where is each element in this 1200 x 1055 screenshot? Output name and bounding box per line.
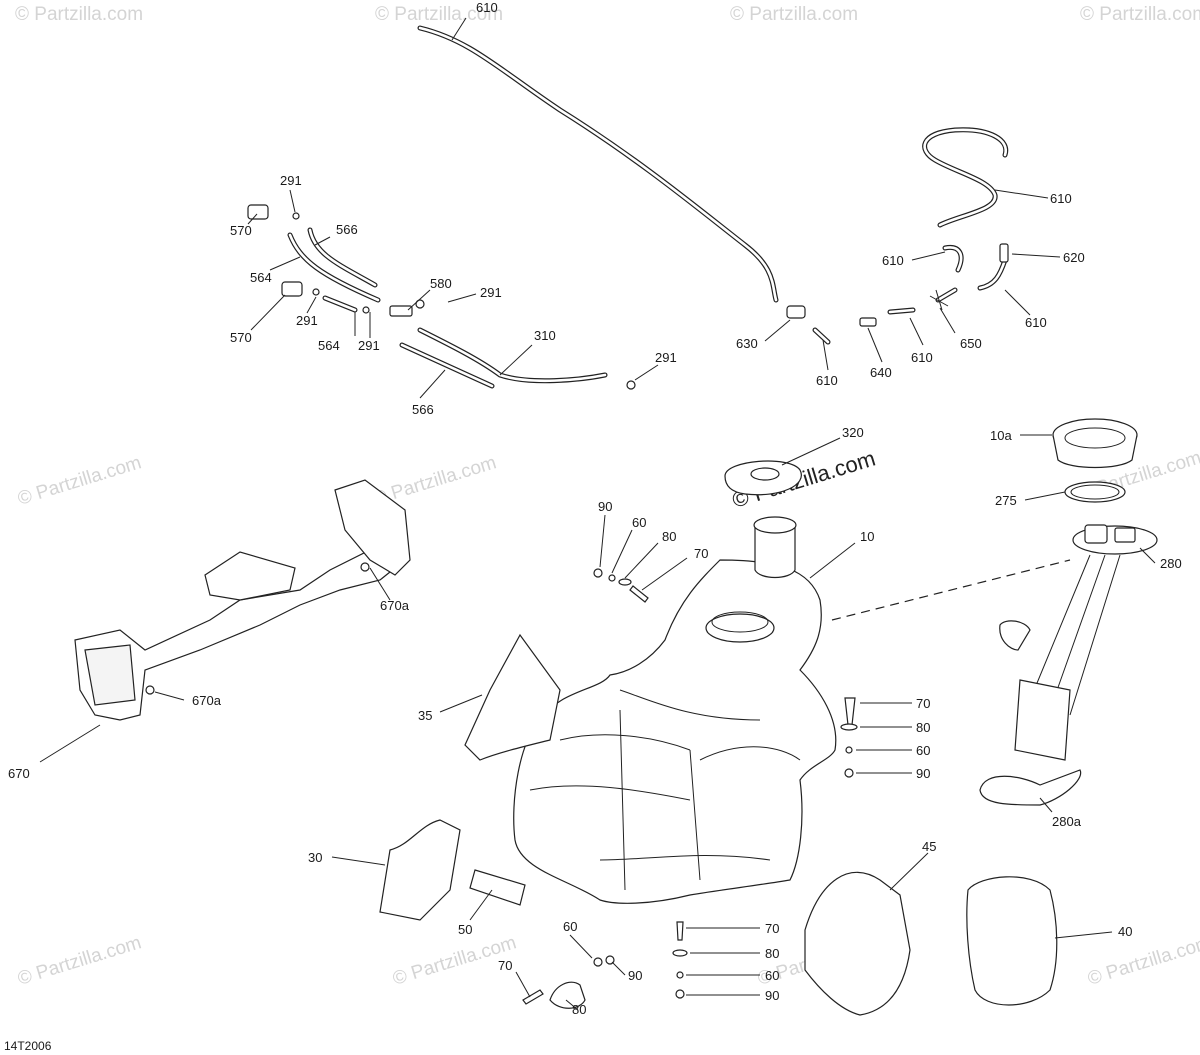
- callout-564: 564: [318, 338, 340, 353]
- callout-60: 60: [916, 743, 930, 758]
- callout-50: 50: [458, 922, 472, 937]
- callout-90: 90: [628, 968, 642, 983]
- vent-fittings-right: [786, 243, 1009, 345]
- callout-80: 80: [916, 720, 930, 735]
- callout-80: 80: [765, 946, 779, 961]
- filler-cap: [724, 460, 802, 496]
- callout-610: 610: [911, 350, 933, 365]
- callout-40: 40: [1118, 924, 1132, 939]
- callout-10a: 10a: [990, 428, 1012, 443]
- vent-hose-610-right: [922, 127, 1009, 228]
- callout-610: 610: [476, 0, 498, 15]
- callout-90: 90: [598, 499, 612, 514]
- callout-70: 70: [765, 921, 779, 936]
- callout-610: 610: [882, 253, 904, 268]
- callout-570: 570: [230, 223, 252, 238]
- callout-291: 291: [358, 338, 380, 353]
- callout-labels: 610 291 566 570 564 580 291 570 291 564 …: [8, 0, 1182, 1017]
- leader-lines: [39, 17, 1156, 1011]
- watermark: © Partzilla.com: [375, 4, 503, 25]
- callout-610: 610: [1050, 191, 1072, 206]
- callout-566: 566: [336, 222, 358, 237]
- watermark: © Partzilla.com: [15, 4, 143, 25]
- heat-shield-30: [379, 819, 461, 921]
- pump-gasket: [1064, 481, 1126, 503]
- callout-280: 280: [1160, 556, 1182, 571]
- callout-670a: 670a: [380, 598, 410, 613]
- watermark: © Partzilla.com: [1085, 932, 1200, 990]
- callout-291: 291: [655, 350, 677, 365]
- callout-291: 291: [296, 313, 318, 328]
- watermark: © Partzilla.com: [730, 4, 858, 25]
- callout-291: 291: [280, 173, 302, 188]
- fasteners-bottom-center: [672, 921, 688, 999]
- watermark: © Partzilla.com: [15, 932, 144, 990]
- callout-670a: 670a: [192, 693, 222, 708]
- watermark: © Partzilla.com: [1080, 4, 1200, 25]
- assembly-line: [831, 559, 1071, 621]
- callout-90: 90: [916, 766, 930, 781]
- callout-280a: 280a: [1052, 814, 1082, 829]
- heat-shield-35: [464, 633, 561, 761]
- watermark: © Partzilla.com: [15, 452, 144, 510]
- fuel-pump-module: [979, 524, 1158, 806]
- callout-570: 570: [230, 330, 252, 345]
- lock-ring: [1052, 418, 1138, 469]
- callout-35: 35: [418, 708, 432, 723]
- callout-610: 610: [1025, 315, 1047, 330]
- callout-60: 60: [563, 919, 577, 934]
- mount-bracket-bottom: [522, 955, 615, 1009]
- callout-291: 291: [480, 285, 502, 300]
- heat-shield-40: [966, 876, 1058, 1006]
- callout-650: 650: [960, 336, 982, 351]
- fasteners-upper: [593, 568, 649, 603]
- callout-620: 620: [1063, 250, 1085, 265]
- fuel-hoses-upper-left: [247, 204, 636, 390]
- callout-610: 610: [816, 373, 838, 388]
- callout-70: 70: [498, 958, 512, 973]
- callout-70: 70: [916, 696, 930, 711]
- callout-30: 30: [308, 850, 322, 865]
- callout-564: 564: [250, 270, 272, 285]
- callout-580: 580: [430, 276, 452, 291]
- pad-50: [469, 869, 526, 906]
- vent-hose-610: [417, 25, 779, 303]
- heat-shield-45: [804, 871, 911, 1016]
- diagram-code: 14T2006: [4, 1039, 52, 1053]
- callout-275: 275: [995, 493, 1017, 508]
- callout-640: 640: [870, 365, 892, 380]
- callout-60: 60: [632, 515, 646, 530]
- callout-90: 90: [765, 988, 779, 1003]
- callout-80: 80: [662, 529, 676, 544]
- callout-566: 566: [412, 402, 434, 417]
- callout-45: 45: [922, 839, 936, 854]
- fuel-tank: [513, 516, 837, 904]
- fasteners-right: [840, 697, 858, 778]
- callout-670: 670: [8, 766, 30, 781]
- callout-630: 630: [736, 336, 758, 351]
- callout-60: 60: [765, 968, 779, 983]
- callout-310: 310: [534, 328, 556, 343]
- callout-70: 70: [694, 546, 708, 561]
- heat-shield-bracket: [74, 479, 411, 721]
- callout-10: 10: [860, 529, 874, 544]
- callout-80: 80: [572, 1002, 586, 1017]
- callout-320: 320: [842, 425, 864, 440]
